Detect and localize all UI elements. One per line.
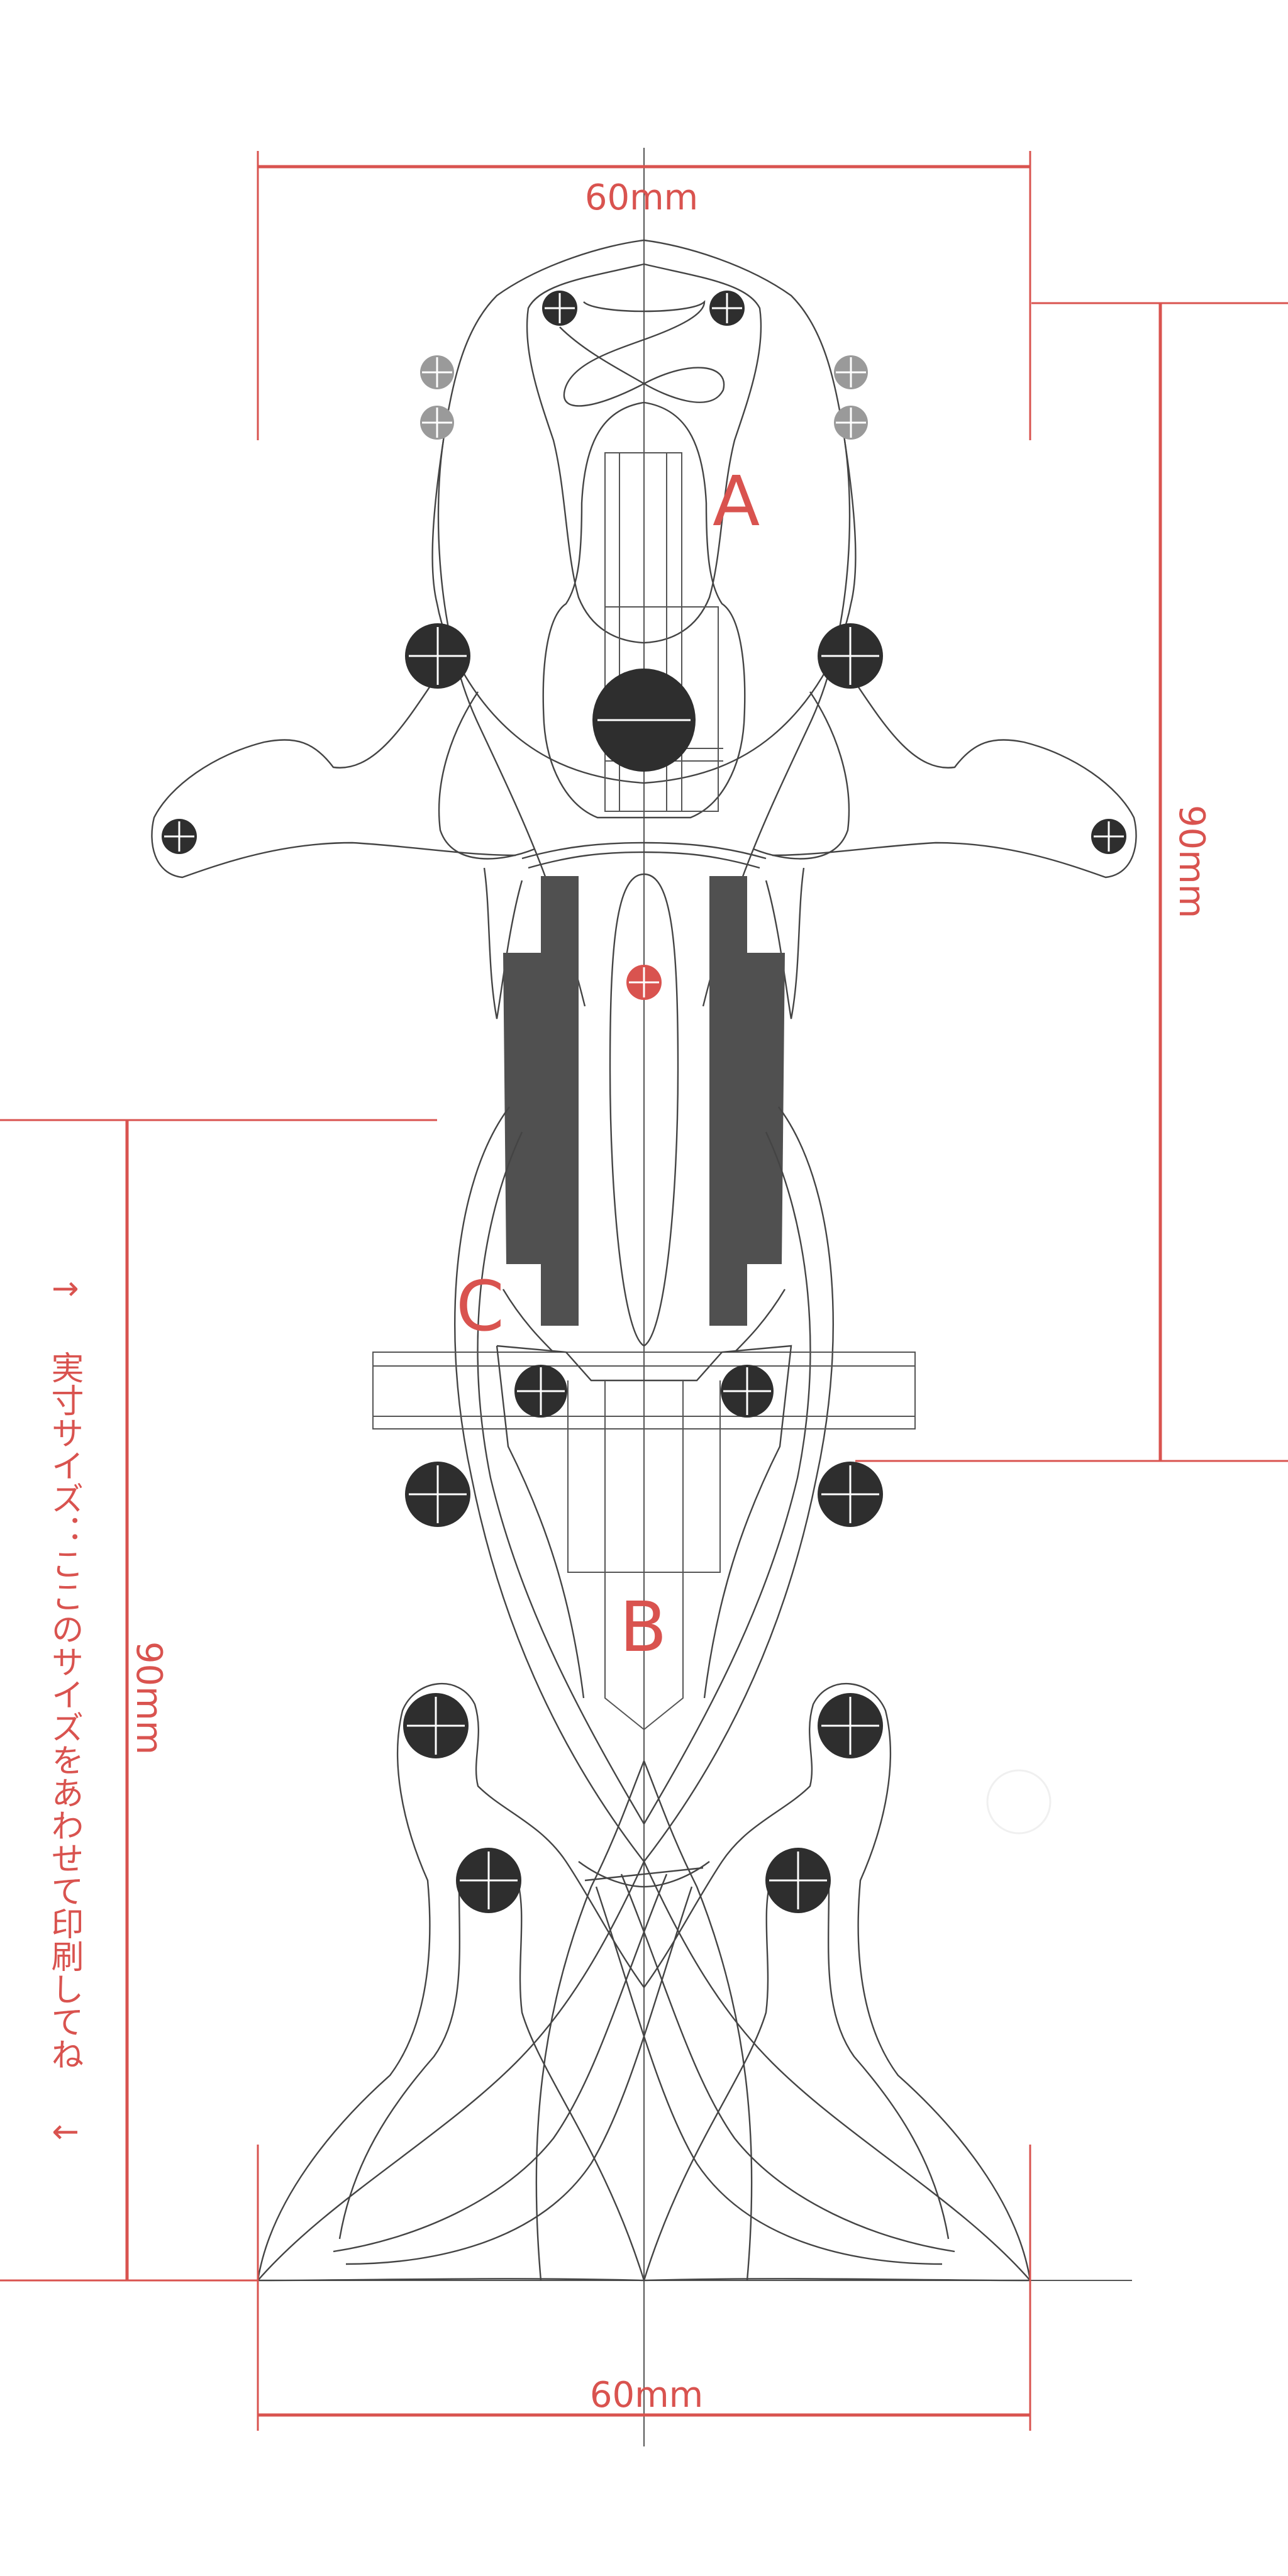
top-part-outline xyxy=(151,239,1137,1019)
middle-holes xyxy=(405,1365,883,1527)
hole-icon xyxy=(420,406,454,440)
hole-icon xyxy=(818,1693,883,1758)
hole-icon xyxy=(818,1462,883,1527)
top-width-label: 60mm xyxy=(585,177,698,218)
bottom-width-dimension: 60mm xyxy=(257,2145,1031,2431)
hole-icon xyxy=(420,355,454,389)
hole-icon xyxy=(834,406,868,440)
hole-icon xyxy=(592,669,696,772)
hole-icon xyxy=(709,291,745,326)
hole-icon xyxy=(162,819,197,854)
bottom-part-outline xyxy=(257,1683,1031,2282)
left-height-dimension: 90mm xyxy=(0,1119,437,2282)
hole-icon xyxy=(1091,819,1126,854)
hole-icon xyxy=(542,291,577,326)
top-holes xyxy=(162,291,1126,1000)
part-label-a: A xyxy=(713,461,760,541)
top-width-dimension: 60mm xyxy=(257,151,1031,440)
note-text: 実寸サイズ：ここのサイズをあわせて印刷してね xyxy=(45,1351,83,2070)
hole-icon xyxy=(403,1693,469,1758)
center-mark-icon xyxy=(626,965,662,1000)
hole-icon xyxy=(405,1462,470,1527)
bottom-holes xyxy=(403,1693,1052,1913)
hole-icon xyxy=(834,355,868,389)
faint-mark-icon xyxy=(986,1769,1052,1835)
right-height-dimension: 90mm xyxy=(855,302,1288,1462)
hole-icon xyxy=(514,1365,567,1418)
hole-icon xyxy=(765,1848,831,1913)
bottom-width-label: 60mm xyxy=(590,2375,703,2416)
hole-icon xyxy=(818,623,883,689)
hole-icon xyxy=(456,1848,521,1913)
middle-part xyxy=(372,873,916,1862)
part-label-c: C xyxy=(456,1266,504,1346)
hole-icon xyxy=(405,623,470,689)
right-height-label: 90mm xyxy=(1171,805,1212,918)
note-arrow-up: ↑ xyxy=(45,1275,83,1303)
part-label-b: B xyxy=(619,1587,667,1667)
note-arrow-down: ↓ xyxy=(45,2118,83,2146)
print-size-note: ↑ 実寸サイズ：ここのサイズをあわせて印刷してね ↓ xyxy=(33,1214,96,2207)
left-height-label: 90mm xyxy=(128,1641,169,1755)
hole-icon xyxy=(721,1365,774,1418)
